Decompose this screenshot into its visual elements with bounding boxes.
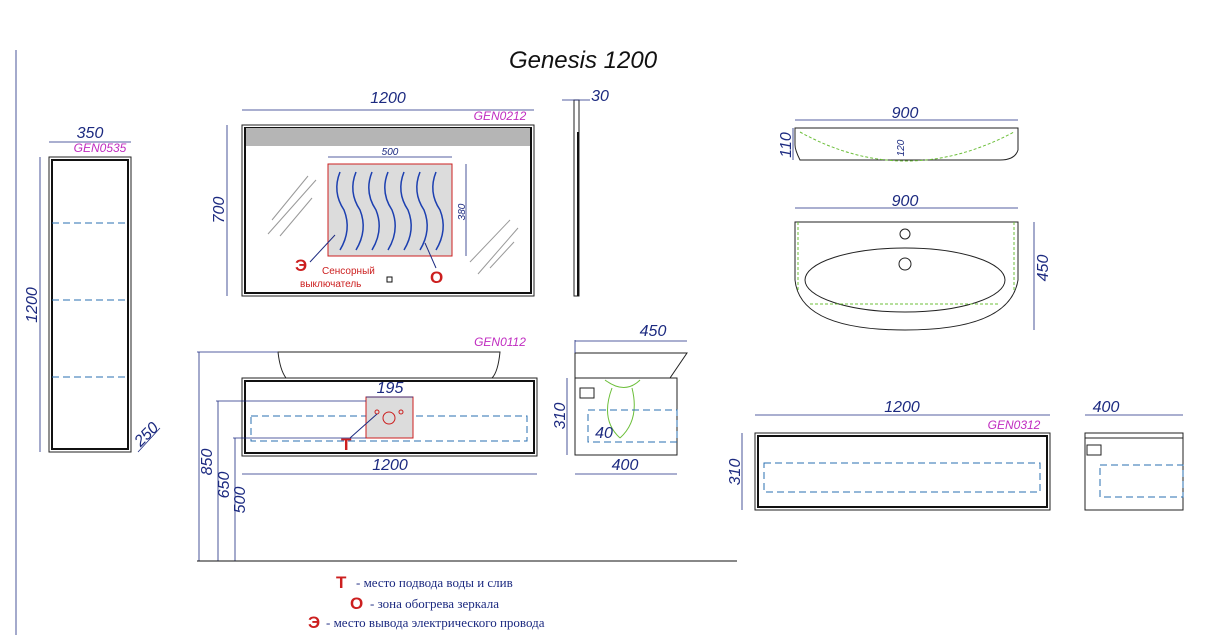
cabinet-code: GEN0312 bbox=[988, 418, 1041, 432]
basin-top-width: 900 bbox=[892, 193, 919, 210]
cabinet-width: 1200 bbox=[884, 399, 920, 416]
basin: 900 110 120 900 450 bbox=[778, 105, 1052, 331]
vanity-side-top: 450 bbox=[640, 323, 667, 340]
mark-t: T bbox=[341, 435, 352, 454]
heating-zone-height: 380 bbox=[457, 203, 468, 220]
cabinet-height: 310 bbox=[727, 459, 744, 486]
legend-text-o: - зона обогрева зеркала bbox=[370, 596, 499, 611]
legend-text-t: - место подвода воды и слив bbox=[356, 575, 513, 590]
mirror: 500 380 Э O Сенсорный выключатель 1200 G… bbox=[211, 88, 609, 297]
vanity-side-depth: 400 bbox=[612, 457, 639, 474]
basin-top-depth: 450 bbox=[1035, 255, 1052, 282]
vanity-side-offset: 40 bbox=[595, 425, 613, 442]
basin-profile-height: 110 bbox=[778, 132, 795, 158]
column-height: 1200 bbox=[24, 287, 41, 323]
cabinet-side-depth: 400 bbox=[1093, 399, 1120, 416]
legend-mark-e: Э bbox=[308, 613, 320, 632]
basin-profile-width: 900 bbox=[892, 105, 919, 122]
vanity-code: GEN0112 bbox=[474, 335, 526, 349]
heating-waves bbox=[336, 171, 444, 251]
mirror-width: 1200 bbox=[370, 90, 406, 107]
sensor-label-2: выключатель bbox=[300, 279, 361, 290]
vanity: T 195 GEN0112 1200 850 650 500 450 310 4… bbox=[197, 323, 737, 562]
height-650: 650 bbox=[216, 472, 233, 499]
basin-bowl-depth: 120 bbox=[896, 139, 907, 156]
legend: T - место подвода воды и слив O - зона о… bbox=[308, 573, 545, 632]
heating-zone-width: 500 bbox=[382, 147, 399, 158]
mark-e: Э bbox=[295, 256, 307, 275]
legend-mark-t: T bbox=[336, 573, 347, 592]
vanity-width: 1200 bbox=[372, 457, 408, 474]
column-width: 350 bbox=[77, 125, 104, 142]
column-code: GEN0535 bbox=[74, 141, 127, 155]
column-cabinet: 350 GEN0535 1200 250 bbox=[24, 125, 163, 453]
sensor-label-1: Сенсорный bbox=[322, 266, 375, 277]
height-500: 500 bbox=[232, 487, 249, 514]
vanity-service-width: 195 bbox=[377, 380, 404, 397]
height-850: 850 bbox=[199, 449, 216, 476]
legend-mark-o: O bbox=[350, 594, 363, 613]
legend-text-e: - место вывода электрического провода bbox=[326, 615, 545, 630]
column-depth: 250 bbox=[131, 419, 163, 451]
mirror-depth: 30 bbox=[591, 88, 609, 105]
mark-o: O bbox=[430, 268, 443, 287]
vanity-side-height: 310 bbox=[552, 403, 569, 430]
heating-zone bbox=[327, 163, 453, 257]
sensor-switch-icon bbox=[386, 276, 393, 283]
mirror-code: GEN0212 bbox=[474, 109, 527, 123]
mirror-height: 700 bbox=[211, 197, 228, 224]
drawing-title: Genesis 1200 bbox=[509, 47, 658, 74]
wall-cabinet: 1200 GEN0312 310 400 bbox=[727, 399, 1184, 511]
